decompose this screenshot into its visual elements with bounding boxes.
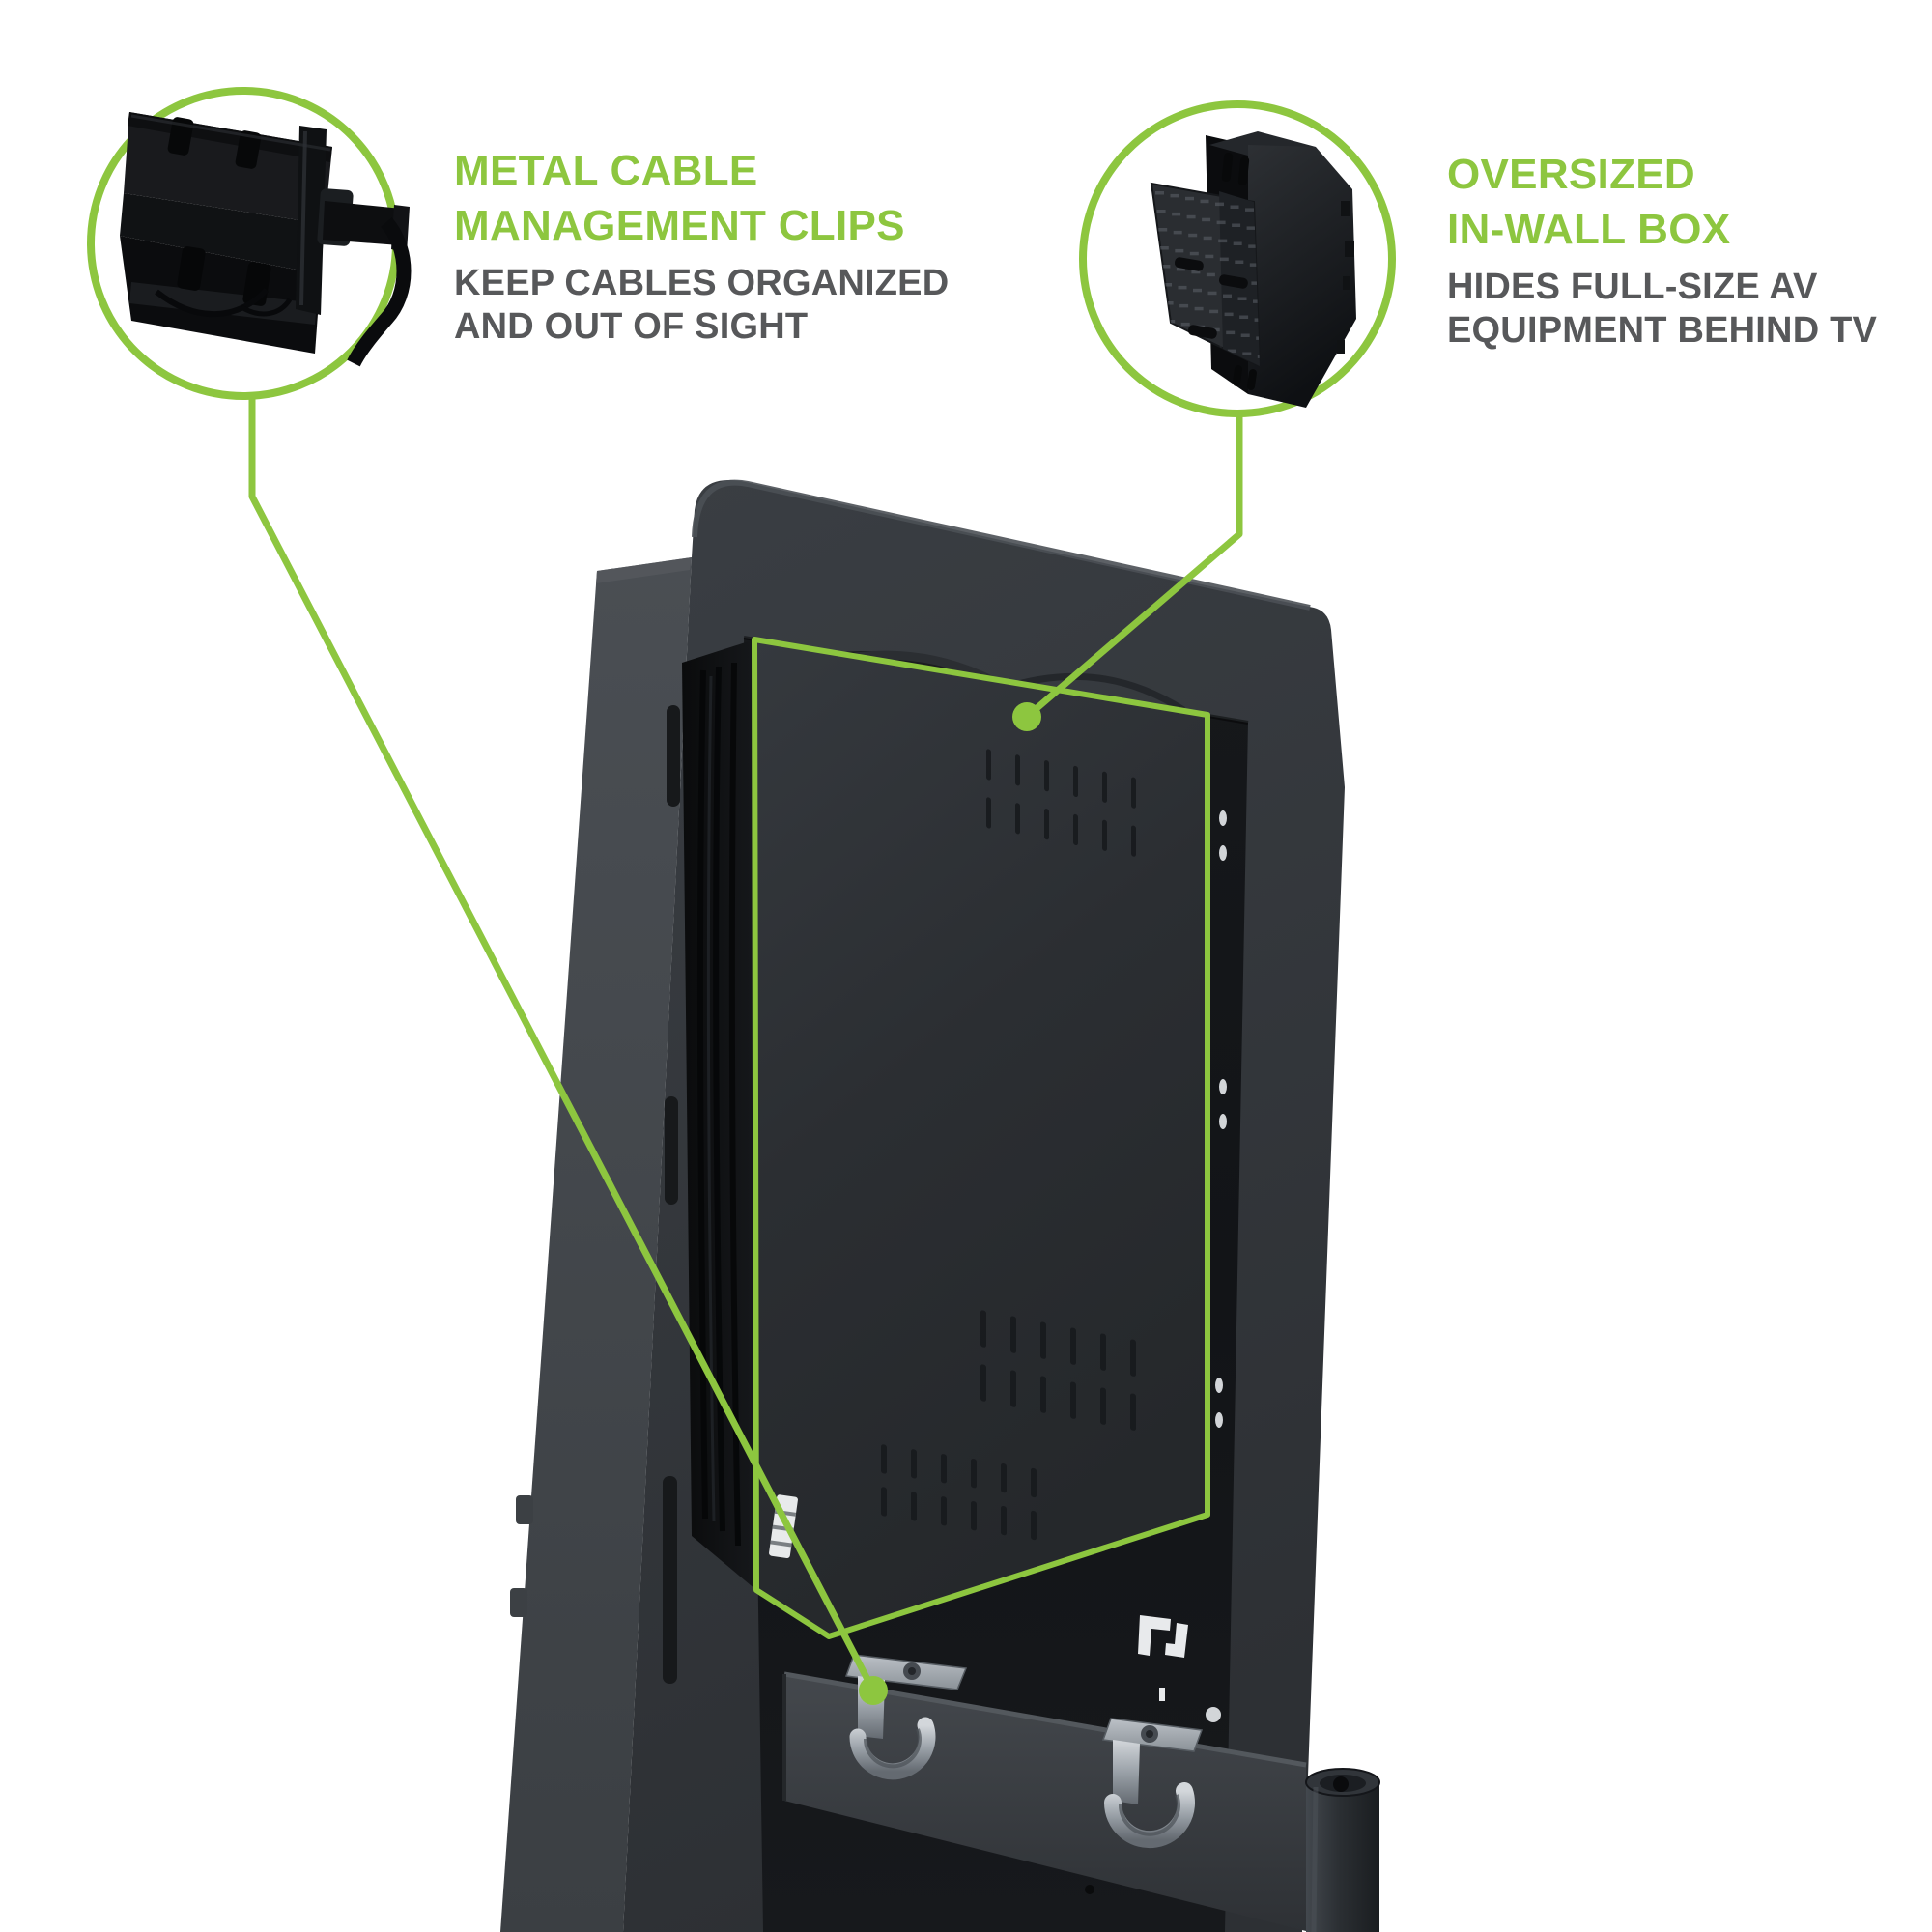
mount-arm-pole — [1305, 1768, 1380, 1932]
callout-right-heading-line2: IN-WALL BOX — [1447, 206, 1731, 253]
shell-edge-tabs — [1337, 201, 1354, 354]
flange-top-bevel — [692, 479, 1311, 611]
flange-slot — [667, 705, 680, 807]
callout-left-subtext: KEEP CABLES ORGANIZED AND OUT OF SIGHT — [454, 262, 949, 349]
callout-right-subtext: HIDES FULL-SIZE AV EQUIPMENT BEHIND TV — [1447, 266, 1877, 353]
side-panel-tab — [516, 1495, 533, 1524]
cover-highlight-outline — [752, 637, 1210, 1639]
callout-left-heading: METAL CABLE MANAGEMENT CLIPS — [454, 143, 949, 253]
closeup-strap — [347, 217, 412, 367]
closeup-arm — [323, 201, 402, 245]
callout-line-left — [248, 396, 877, 1692]
shell-bottom-slots — [1233, 365, 1257, 390]
callout-right-text: OVERSIZED IN-WALL BOX HIDES FULL-SIZE AV… — [1447, 147, 1877, 353]
av-cover-side-sheen — [706, 675, 716, 1522]
callout-dot-right — [1012, 702, 1041, 731]
callout-right-heading-line1: OVERSIZED — [1447, 151, 1695, 198]
av-cover-box — [682, 637, 1210, 1639]
callout-connectors — [248, 396, 1243, 1692]
callout-right-sub-line2: EQUIPMENT BEHIND TV — [1447, 310, 1878, 351]
shell-top-slots — [1221, 153, 1250, 186]
flange-slot — [665, 1096, 678, 1205]
side-panel-tab — [510, 1588, 527, 1617]
closeup-cable — [155, 287, 270, 317]
av-cover-side-ribs — [696, 662, 741, 1547]
cable-clip-2 — [1101, 1718, 1204, 1849]
av-cover-front-face — [753, 638, 1208, 1638]
callout-right-heading: OVERSIZED IN-WALL BOX — [1447, 147, 1877, 257]
right-detail-inwall-box — [1150, 131, 1356, 408]
magnifier-circle-left — [87, 87, 412, 400]
left-detail-clips-closeup — [120, 112, 412, 367]
callout-right-sub-line1: HIDES FULL-SIZE AV — [1447, 267, 1818, 307]
flange-slot — [663, 1476, 677, 1684]
cable — [1003, 672, 1185, 713]
closeup-cable — [240, 298, 293, 317]
side-panel-top-bevel — [596, 557, 692, 583]
callout-left-heading-line2: MANAGEMENT CLIPS — [454, 202, 905, 249]
closeup-pole-highlight — [299, 130, 307, 306]
magnifier-circle-right — [1079, 100, 1396, 417]
shell-right-face — [1248, 145, 1356, 408]
callout-left-sub-line2: AND OUT OF SIGHT — [454, 306, 809, 347]
cable-clip-1 — [844, 1654, 968, 1780]
callout-left-text: METAL CABLE MANAGEMENT CLIPS KEEP CABLES… — [454, 143, 949, 349]
pole-highlight — [1311, 1786, 1319, 1932]
callout-line-right — [1024, 413, 1243, 720]
cover-vent-slots — [881, 749, 1136, 1541]
main-product — [500, 479, 1380, 1932]
callout-left-sub-line1: KEEP CABLES ORGANIZED — [454, 263, 950, 303]
back-panel-hole-dark — [1085, 1885, 1094, 1894]
callout-dot-left — [859, 1676, 888, 1705]
callout-left-heading-line1: METAL CABLE — [454, 147, 758, 194]
box-side-panel — [500, 557, 692, 1932]
plate-grip-slots — [1174, 257, 1248, 339]
back-panel-holes — [1206, 810, 1227, 1722]
